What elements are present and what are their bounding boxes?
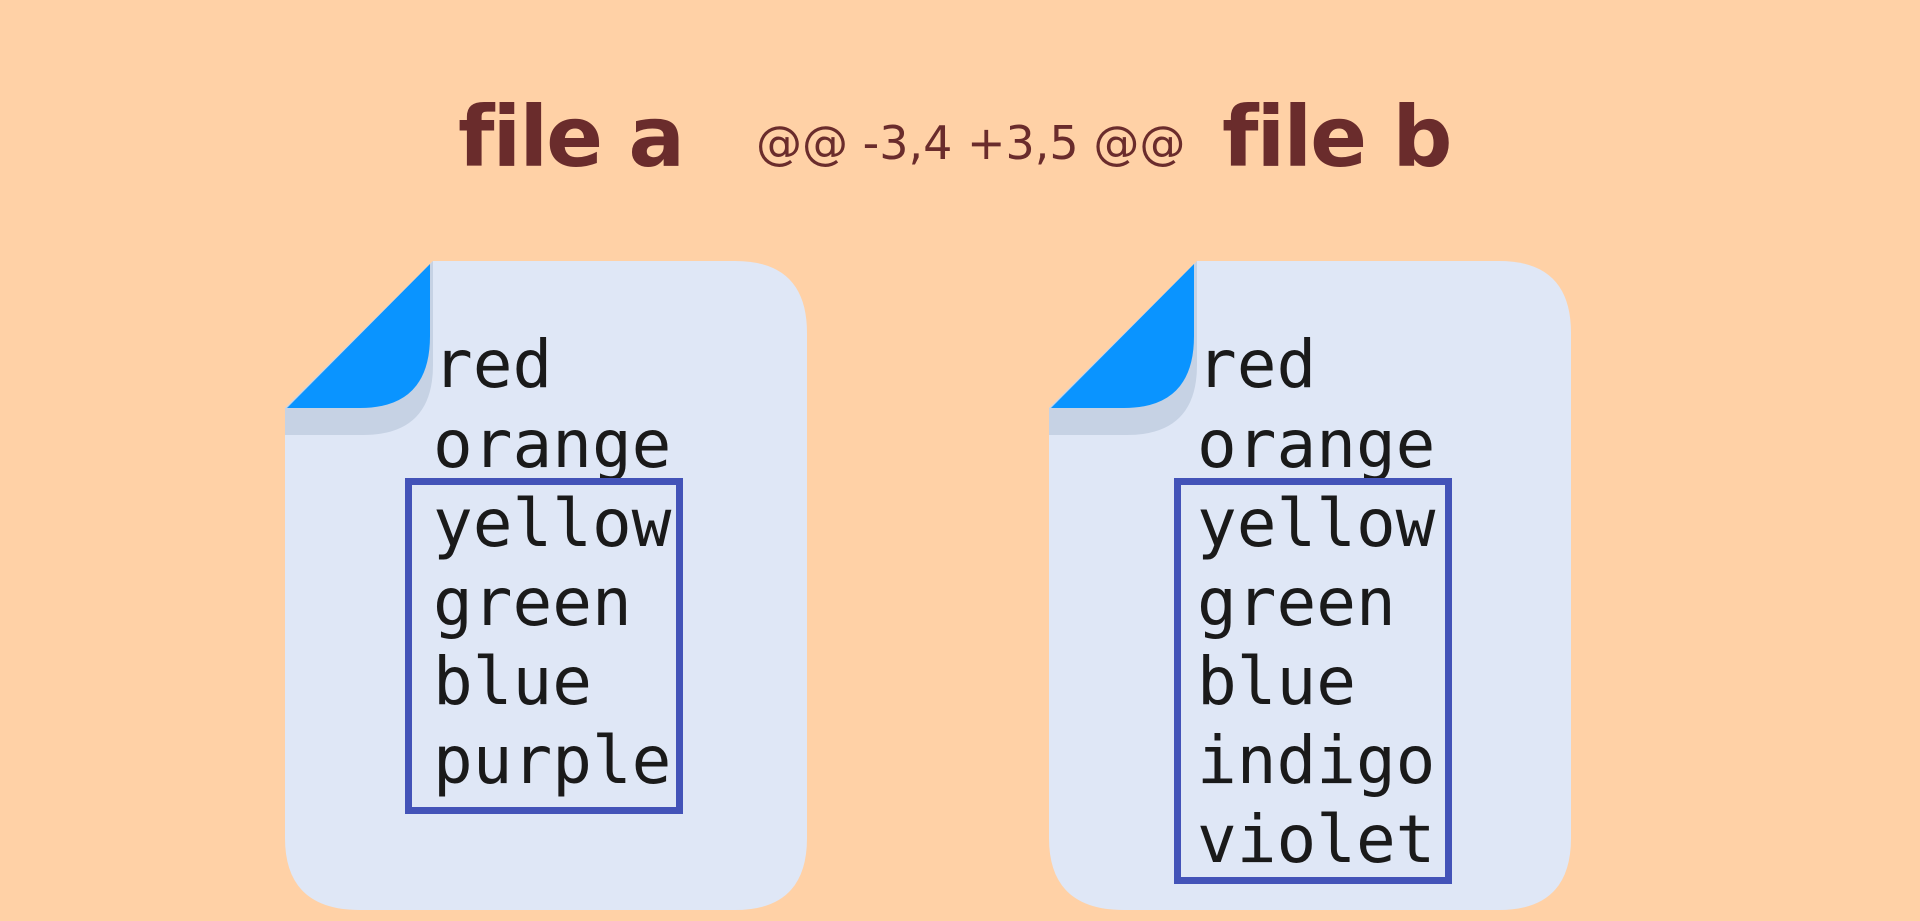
file-a-title: file a xyxy=(458,88,685,186)
file-b-title: file b xyxy=(1222,88,1452,186)
file-b-line-6: indigo xyxy=(1197,722,1436,799)
file-b: red orange yellow green blue indigo viol… xyxy=(1047,0,1577,921)
file-b-hunk-box xyxy=(1174,478,1452,884)
file-a: red orange yellow green blue purple xyxy=(283,0,813,921)
file-a-line-4: green xyxy=(433,564,632,641)
file-a-hunk-box xyxy=(405,478,683,814)
file-a-line-2: orange xyxy=(433,406,672,483)
file-a-line-5: blue xyxy=(433,643,592,720)
file-a-line-1: red xyxy=(433,326,553,403)
file-b-line-5: blue xyxy=(1197,643,1356,720)
dog-ear-icon xyxy=(1051,264,1194,408)
file-a-line-3: yellow xyxy=(433,485,672,562)
file-b-line-1: red xyxy=(1197,326,1317,403)
file-b-line-4: green xyxy=(1197,564,1396,641)
file-b-line-2: orange xyxy=(1197,406,1436,483)
file-a-line-6: purple xyxy=(433,722,672,799)
file-b-line-3: yellow xyxy=(1197,485,1436,562)
file-b-line-7: violet xyxy=(1197,801,1436,878)
hunk-header: @@ -3,4 +3,5 @@ xyxy=(756,116,1186,170)
dog-ear-icon xyxy=(287,264,430,408)
